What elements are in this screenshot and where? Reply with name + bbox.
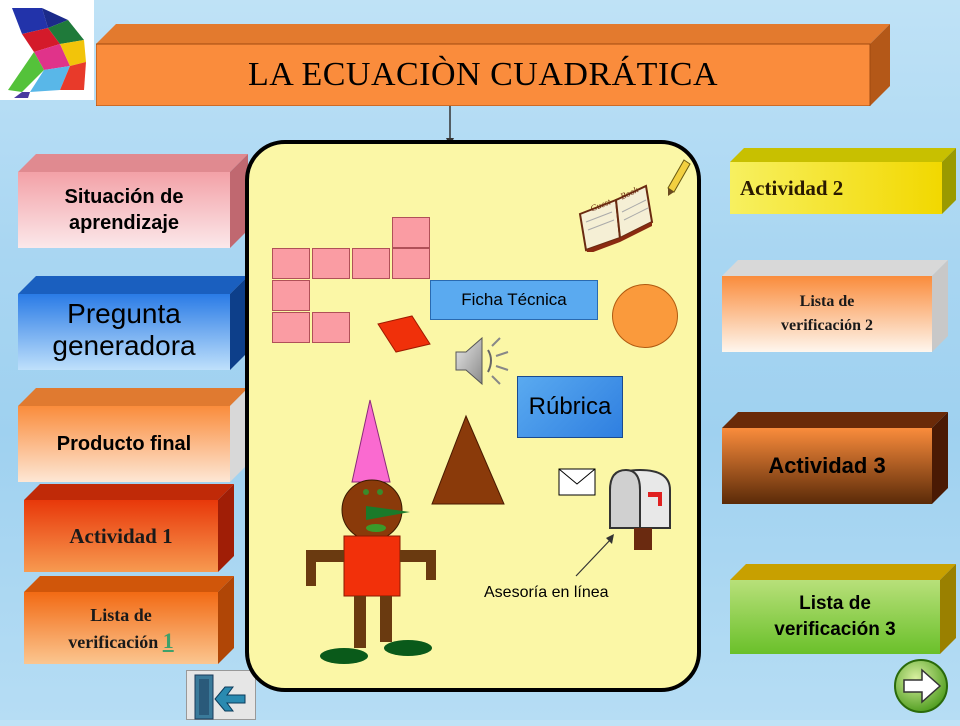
lista1-link[interactable]: 1 (162, 627, 174, 653)
pregunta-generadora-button[interactable]: Pregunta generadora (18, 276, 248, 370)
tangram-logo (0, 0, 94, 100)
mailbox-icon[interactable] (606, 466, 676, 552)
red-rhombus-shape (377, 315, 431, 353)
actividad-2-label: Actividad 2 (740, 175, 844, 200)
lista1-line1: Lista de (90, 604, 152, 625)
lista-verificacion-1-button[interactable]: Lista de verificación 1 (24, 576, 234, 664)
grid-cell (272, 280, 310, 311)
next-arrow-icon[interactable] (892, 658, 950, 714)
lista3-line2: verificación 3 (774, 619, 896, 640)
actividad-3-label: Actividad 3 (768, 453, 886, 478)
producto-final-label: Producto final (56, 432, 192, 455)
asesoria-en-linea-label[interactable]: Asesoría en línea (484, 584, 609, 601)
grid-cell (392, 248, 430, 279)
orange-circle-shape (612, 284, 678, 348)
situacion-line2: aprendizaje (68, 212, 180, 234)
grid-cell (352, 248, 390, 279)
grid-cell (312, 248, 350, 279)
pregunta-line1: Pregunta (67, 298, 181, 329)
rubrica-button[interactable]: Rúbrica (517, 376, 623, 438)
title-banner: LA ECUACIÒN CUADRÁTICA (96, 24, 890, 106)
exit-door-icon[interactable] (186, 670, 256, 720)
envelope-icon[interactable] (558, 468, 596, 496)
situacion-line1: Situación de (64, 186, 184, 208)
actividad-1-button[interactable]: Actividad 1 (24, 484, 234, 572)
ficha-tecnica-button[interactable]: Ficha Técnica (430, 280, 598, 320)
page-title: LA ECUACIÒN CUADRÁTICA (248, 56, 718, 93)
situacion-aprendizaje-button[interactable]: Situación de aprendizaje (18, 154, 248, 248)
actividad-1-label: Actividad 1 (69, 523, 173, 548)
brown-triangle-shape (431, 414, 505, 505)
lista-verificacion-2-button[interactable]: Lista de verificación 2 (722, 260, 948, 352)
lista-verificacion-3-button[interactable]: Lista de verificación 3 (730, 564, 956, 654)
grid-cell (272, 312, 310, 343)
grid-cell (312, 312, 350, 343)
lista2-line2: verificación 2 (781, 317, 873, 334)
lista3-line1: Lista de (799, 593, 871, 614)
producto-final-button[interactable]: Producto final (18, 388, 248, 482)
lista2-line1: Lista de (799, 293, 855, 310)
asesoria-pointer-arrow (575, 534, 614, 577)
grid-cell (272, 248, 310, 279)
actividad-2-button[interactable]: Actividad 2 (730, 148, 956, 214)
actividad-3-button[interactable]: Actividad 3 (722, 412, 948, 504)
book-icon: Guest Book (576, 182, 656, 254)
lista1-line2: verificación (68, 631, 159, 652)
robot-character (296, 398, 452, 666)
speaker-icon[interactable] (452, 332, 512, 390)
grid-cell (392, 217, 430, 248)
pregunta-line2: generadora (52, 330, 196, 361)
pencil-icon (667, 159, 691, 196)
